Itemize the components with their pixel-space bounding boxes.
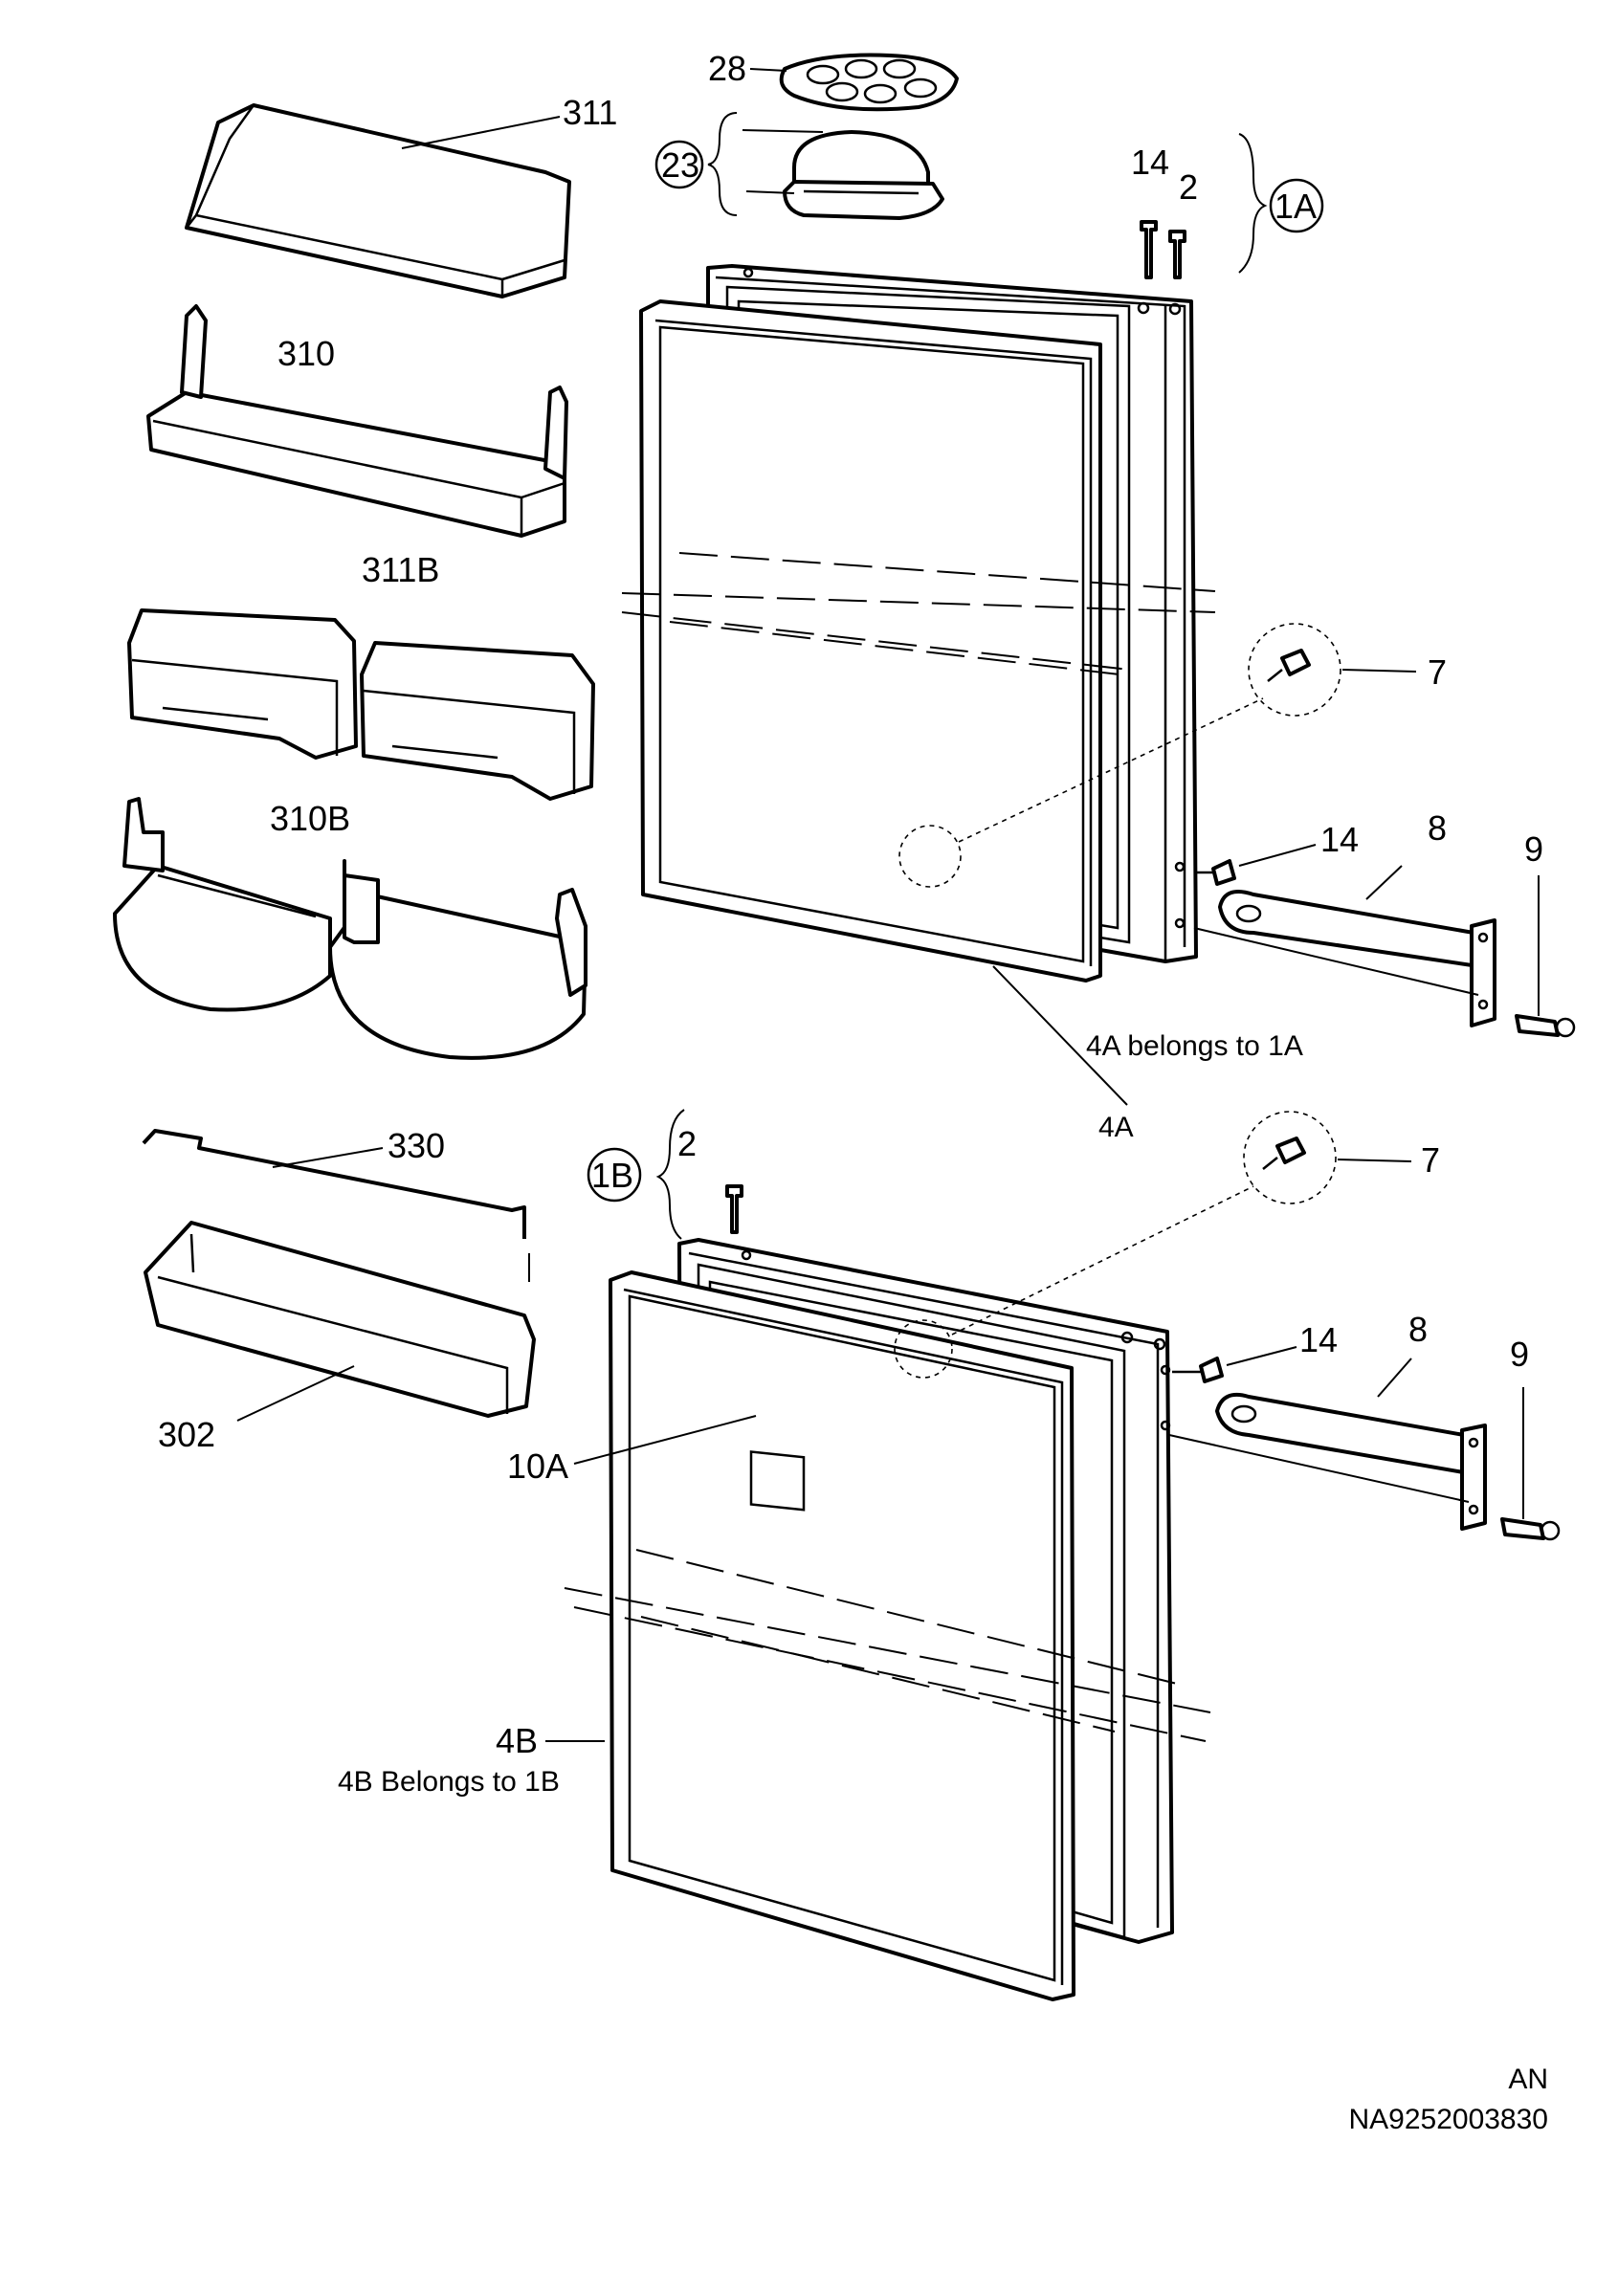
- hinge-1B: [1168, 1346, 1561, 1541]
- label-310: 310: [277, 334, 335, 373]
- wire-bar-part-330: [142, 1129, 530, 1282]
- label-2-top: 2: [1179, 167, 1198, 207]
- label-2-bot: 2: [677, 1124, 697, 1163]
- hinge-1A: [1193, 844, 1576, 1038]
- label-8-bot: 8: [1408, 1310, 1428, 1349]
- label-311: 311: [563, 93, 617, 132]
- shelf-covers-part-311B: [127, 608, 595, 801]
- label-310B: 310B: [270, 799, 350, 838]
- label-302: 302: [158, 1415, 215, 1454]
- shelf-cover-part-311: [185, 103, 571, 298]
- label-14-mid: 14: [1320, 820, 1359, 859]
- label-1A: 1A: [1274, 187, 1317, 226]
- footer-code-number: NA9252003830: [1348, 2104, 1548, 2135]
- butter-dish-part-23: [654, 112, 944, 220]
- footer-code-an: AN: [1508, 2064, 1548, 2095]
- label-14-top: 14: [1131, 143, 1169, 182]
- label-23: 23: [661, 145, 699, 185]
- shelf-part-310: [146, 304, 568, 538]
- screw-detail-7-bot: [894, 1111, 1412, 1379]
- leader-10A: [573, 1415, 757, 1465]
- note-4A: 4A belongs to 1A: [1086, 1030, 1303, 1062]
- label-4A: 4A: [1098, 1112, 1134, 1143]
- screws-1A: [1140, 133, 1324, 279]
- label-28: 28: [708, 49, 746, 88]
- break-lines-1B: [564, 1549, 1211, 1742]
- double-bin-part-310B: [113, 797, 587, 1060]
- gasket-4B: [609, 1270, 1075, 2001]
- screw-detail-7-top: [898, 623, 1417, 888]
- label-8-mid: 8: [1428, 808, 1447, 848]
- label-7-top: 7: [1428, 652, 1447, 692]
- break-lines-1A: [621, 552, 1216, 675]
- label-9-mid: 9: [1524, 829, 1543, 869]
- leader-4A: [992, 965, 1128, 1106]
- label-4B: 4B: [496, 1721, 538, 1760]
- label-330: 330: [388, 1126, 445, 1165]
- label-7-bot: 7: [1421, 1140, 1440, 1180]
- gasket-4A: [639, 299, 1102, 982]
- label-10A: 10A: [507, 1446, 568, 1486]
- bin-part-302: [144, 1221, 536, 1422]
- label-9-bot: 9: [1510, 1335, 1529, 1374]
- label-1B: 1B: [591, 1156, 633, 1195]
- label-plate-10A: [749, 1450, 806, 1512]
- egg-tray-part-28: [749, 53, 959, 112]
- door-1B-bracket: [587, 1109, 743, 1240]
- label-14-bot: 14: [1299, 1320, 1338, 1359]
- note-4B: 4B Belongs to 1B: [338, 1766, 560, 1798]
- label-311B: 311B: [362, 550, 439, 589]
